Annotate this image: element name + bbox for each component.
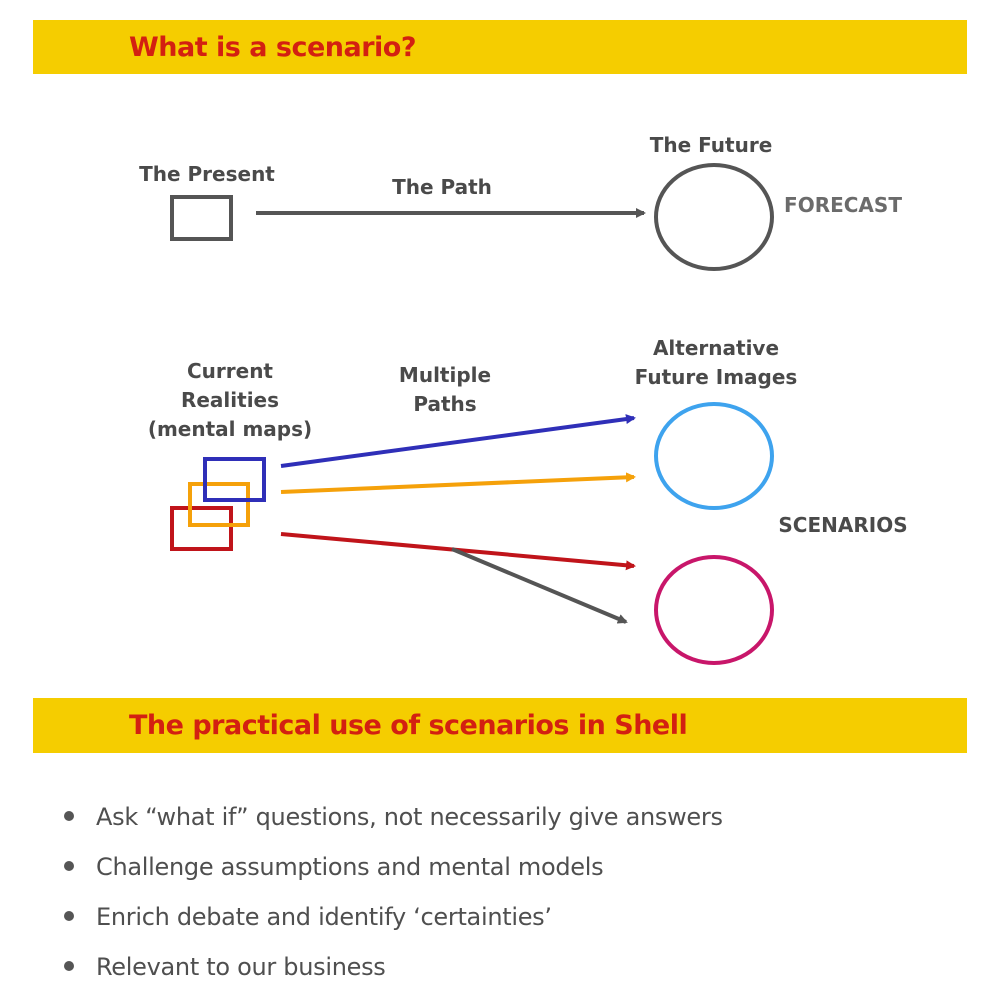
list-item-text: Ask “what if” questions, not necessarily… [96, 803, 723, 831]
path-label: The Path [392, 175, 492, 199]
multiple-label-line-2: Paths [413, 392, 476, 416]
future-circle [654, 163, 774, 271]
reality-box-blue [203, 457, 266, 502]
scenarios-label: SCENARIOS [778, 513, 907, 537]
bullet-dot-icon [64, 911, 74, 921]
current-label-line-2: Realities [181, 388, 279, 412]
path-arrow-orange [280, 472, 636, 494]
section-title: The practical use of scenarios in Shell [129, 710, 688, 741]
alternative-label-line-2: Future Images [635, 365, 798, 389]
header-banner: What is a scenario? [33, 20, 967, 74]
reality-box-orange [188, 482, 250, 527]
future-label: The Future [650, 133, 773, 157]
list-item: Enrich debate and identify ‘certainties’ [62, 895, 723, 945]
bullet-list: Ask “what if” questions, not necessarily… [62, 795, 723, 995]
present-box [170, 195, 233, 241]
list-item-text: Relevant to our business [96, 953, 386, 981]
present-label: The Present [139, 162, 275, 186]
bullet-dot-icon [64, 961, 74, 971]
alternative-label-line-1: Alternative [653, 336, 779, 360]
section-banner: The practical use of scenarios in Shell [33, 698, 967, 753]
current-label-line-3: (mental maps) [148, 417, 312, 441]
bullet-dot-icon [64, 861, 74, 871]
future-circle-blue [654, 402, 774, 510]
list-item-text: Enrich debate and identify ‘certainties’ [96, 903, 552, 931]
multiple-label-line-1: Multiple [399, 363, 491, 387]
page-title: What is a scenario? [129, 31, 417, 63]
current-label-line-1: Current [187, 359, 273, 383]
list-item: Relevant to our business [62, 945, 723, 995]
path-arrow-branch [451, 547, 628, 624]
list-item: Ask “what if” questions, not necessarily… [62, 795, 723, 845]
bullet-dot-icon [64, 811, 74, 821]
future-circle-magenta [654, 555, 774, 665]
path-arrow-blue [280, 414, 636, 468]
forecast-label: FORECAST [784, 193, 902, 217]
list-item: Challenge assumptions and mental models [62, 845, 723, 895]
reality-box-red [170, 506, 233, 551]
list-item-text: Challenge assumptions and mental models [96, 853, 604, 881]
